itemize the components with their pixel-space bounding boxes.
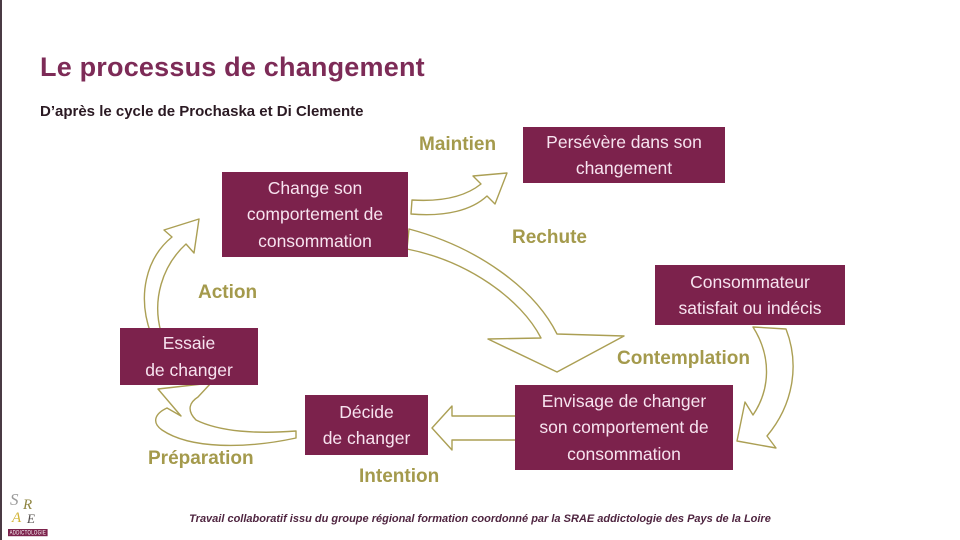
arrow-consommateur-to-envisage-icon [736,326,794,449]
page-title: Le processus de changement [40,52,425,82]
box-consommateur: Consommateur satisfait ou indécis [655,265,845,325]
stage-label-preparation: Préparation [148,448,254,469]
logo-letter-r: R [23,497,33,513]
stage-label-maintien: Maintien [419,134,497,155]
logo-banner: ADDICTOLOGIE [8,529,48,537]
arrow-rechute-down-icon [406,228,625,373]
arrow-action-to-change-icon [143,218,200,335]
srae-logo: S R A E ADDICTOLOGIE [8,491,50,539]
box-decide: Décide de changer [305,395,428,455]
arrow-preparation-to-essaie-icon [155,382,297,447]
box-persevere: Persévère dans son changement [523,127,725,183]
box-essaie: Essaie de changer [120,328,258,385]
stage-label-action: Action [198,282,258,303]
arrow-envisage-to-decide-icon [431,405,517,451]
logo-letter-s: S [10,490,19,509]
box-change: Change son comportement de consommation [222,172,408,257]
footer-credit: Travail collaboratif issu du groupe régi… [189,513,771,525]
left-edge-line [0,0,2,540]
stage-label-contemplation: Contemplation [617,348,750,369]
box-envisage: Envisage de changer son comportement de … [515,385,733,470]
stage-label-intention: Intention [359,466,440,487]
logo-letter-a: A [12,510,22,526]
arrow-change-to-maintien-icon [410,172,508,216]
subtitle: D’après le cycle de Prochaska et Di Clem… [40,103,364,120]
stage-label-rechute: Rechute [512,227,587,248]
logo-letter-e: E [27,511,35,526]
